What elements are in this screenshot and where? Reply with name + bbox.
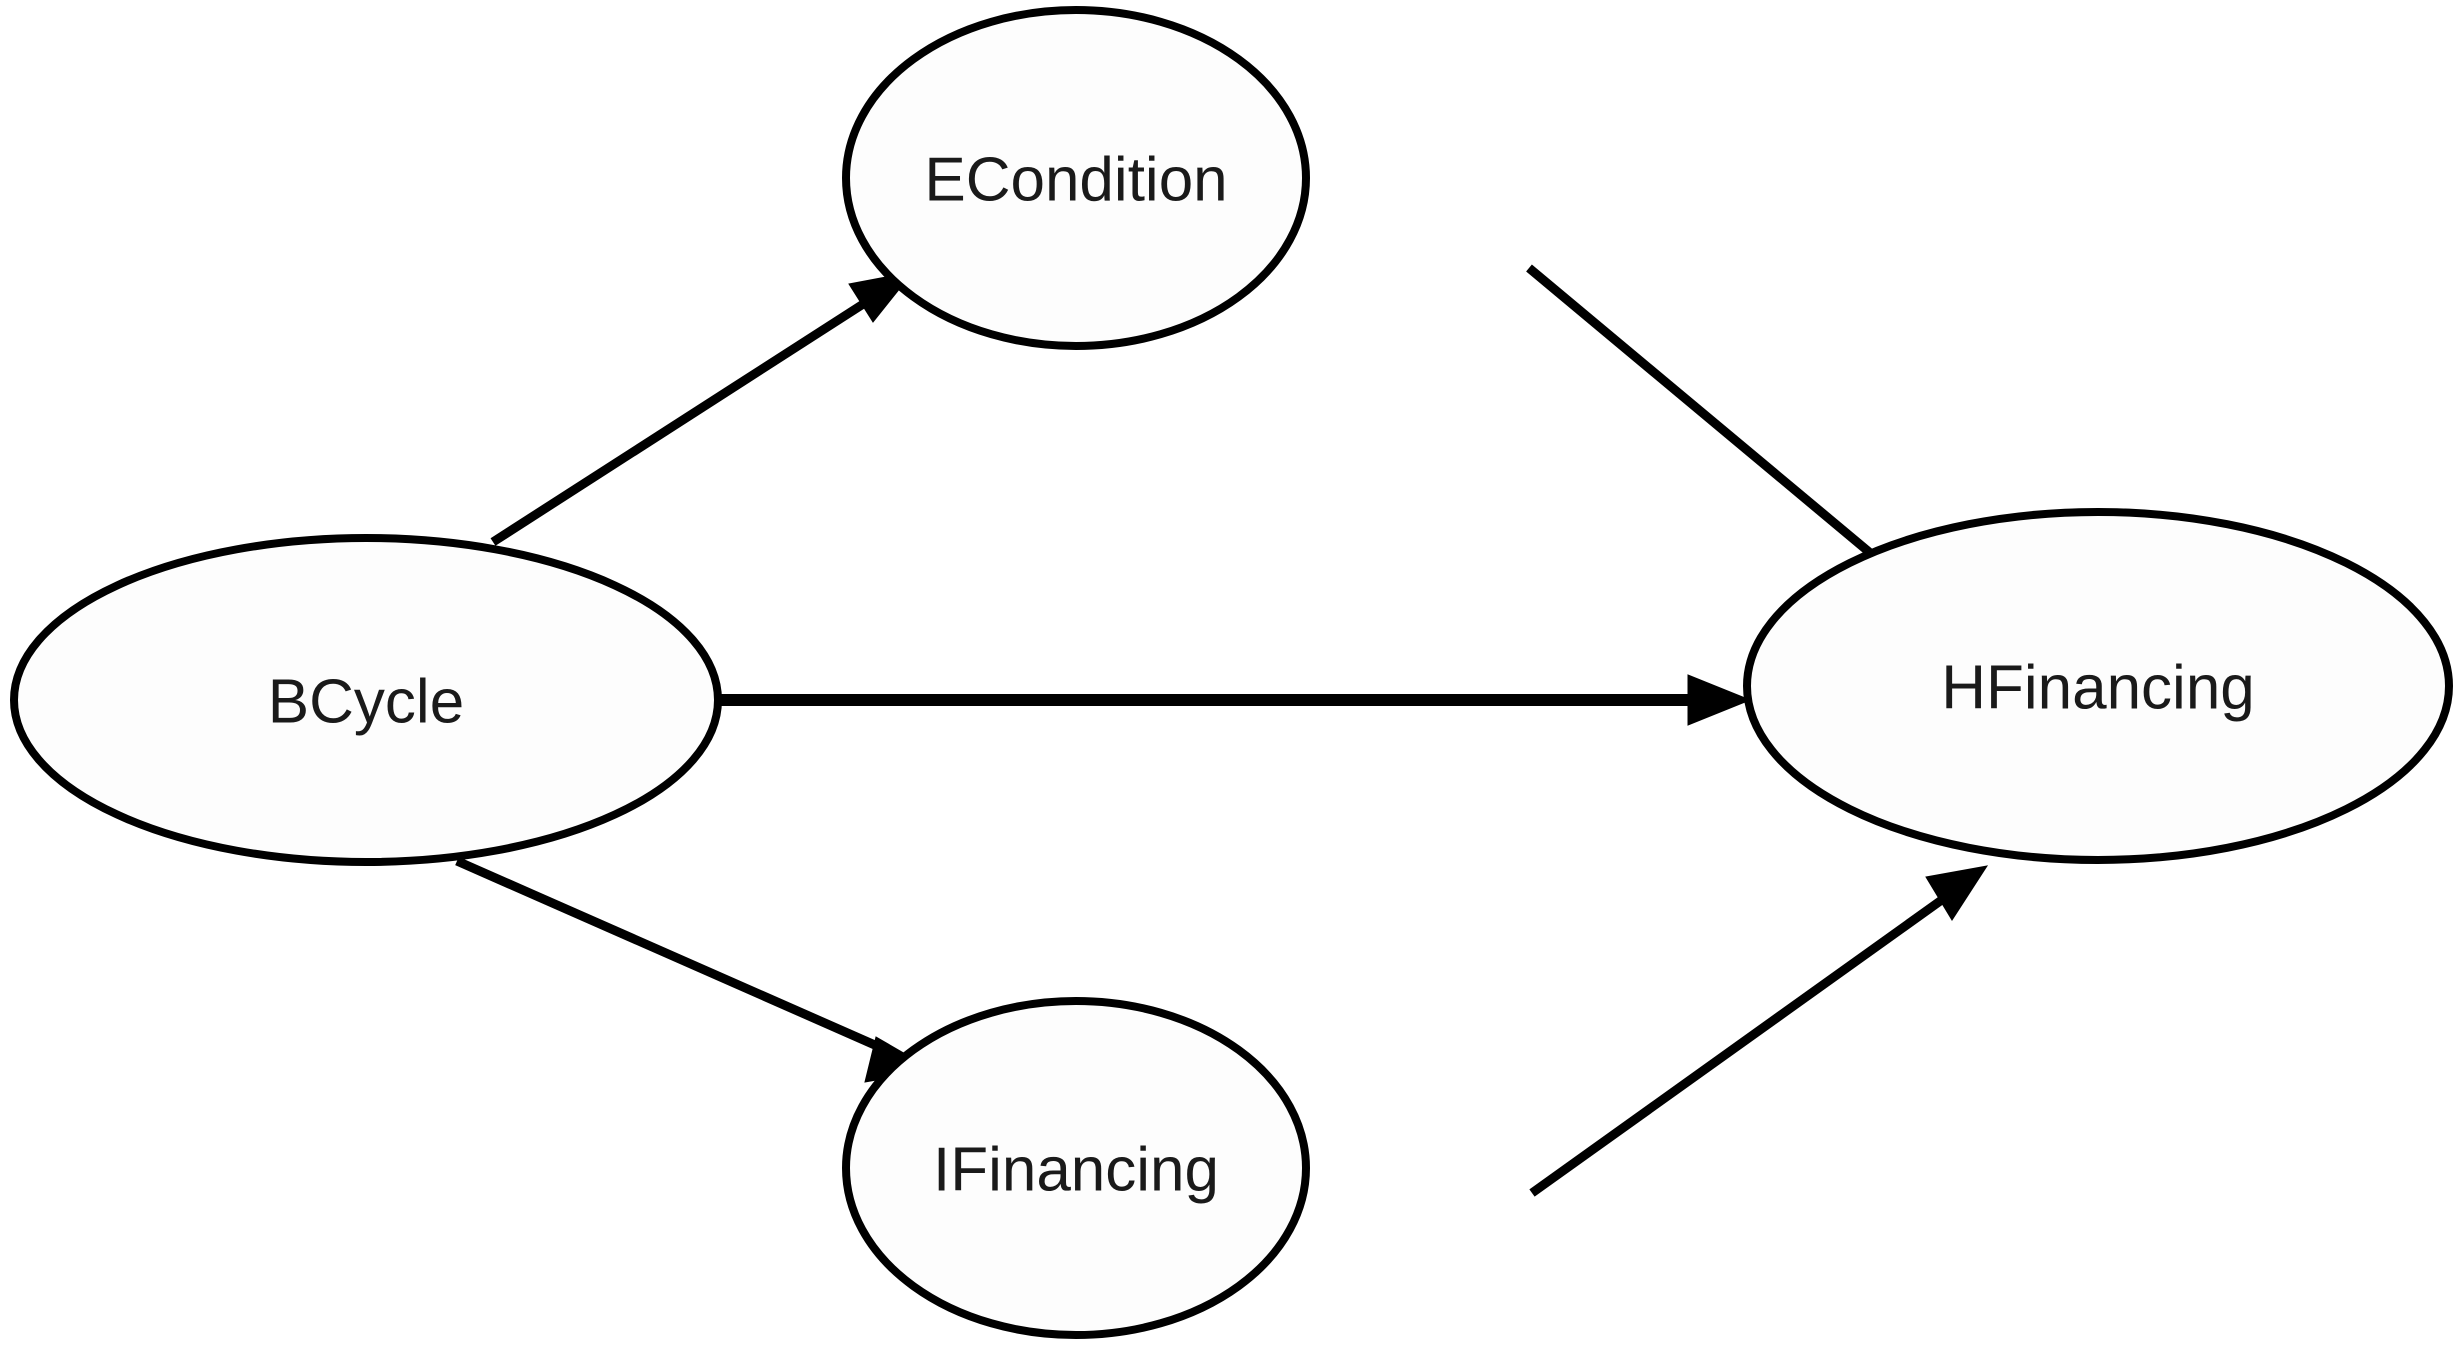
edge-line [1526, 264, 1908, 586]
node-shape [842, 6, 1310, 350]
edge-line [455, 856, 895, 1058]
node-label-econdition: ECondition [924, 146, 1227, 215]
arrowhead-icon [1687, 674, 1752, 726]
edge-line [1529, 890, 1953, 1197]
node-econdition[interactable]: ECondition [842, 6, 1310, 350]
edge-ifinancing-to-hfinancing[interactable] [1529, 865, 1989, 1197]
edge-bcycle-to-ifinancing[interactable] [455, 856, 935, 1083]
node-shape [10, 534, 722, 866]
node-ifinancing[interactable]: IFinancing [842, 997, 1310, 1339]
node-shape [842, 997, 1310, 1339]
edge-line [490, 286, 888, 546]
node-label-ifinancing: IFinancing [933, 1136, 1219, 1205]
arrowhead-icon [1925, 865, 1989, 921]
node-label-bcycle: BCycle [268, 668, 464, 737]
node-shape [1743, 508, 2453, 864]
node-hfinancing[interactable]: HFinancing [1743, 508, 2453, 864]
edge-bcycle-to-econdition[interactable] [490, 271, 915, 546]
node-bcycle[interactable]: BCycle [10, 534, 722, 866]
node-label-hfinancing: HFinancing [1941, 654, 2255, 723]
edge-bcycle-to-hfinancing[interactable] [718, 674, 1752, 726]
